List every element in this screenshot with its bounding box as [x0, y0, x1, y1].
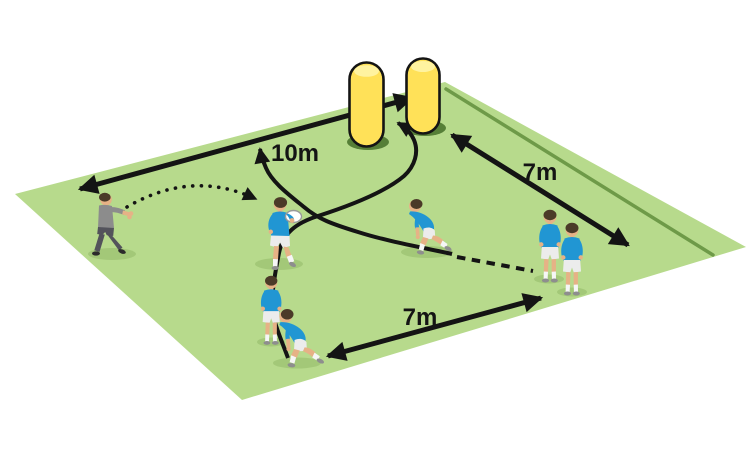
- run-line-crossing-runner: [254, 147, 453, 256]
- right-waiting-2-shadow: [557, 287, 587, 297]
- crossing-runner-shadow: [401, 246, 453, 258]
- feed-line-dashed: [456, 255, 534, 273]
- measure-label-7m-bottom: 7m: [403, 304, 438, 331]
- left-pole: [348, 61, 385, 148]
- left-pole-body: [348, 61, 385, 148]
- right-pole-body: [405, 57, 441, 135]
- measure-label-10m: 10m: [271, 140, 319, 167]
- right-pole-cap: [411, 61, 435, 72]
- bottom-standing-shadow: [257, 337, 285, 347]
- left-pole-cap: [354, 65, 379, 77]
- right-waiting-1-shadow: [534, 274, 564, 284]
- measure-pole-to-sideline: 7m: [450, 132, 630, 248]
- bottom-crouched-shadow: [273, 357, 321, 369]
- measure-arrow-7m-right: [450, 132, 630, 248]
- measure-label-7m-right: 7m: [523, 159, 558, 186]
- measure-arrow-7m-bottom: [325, 293, 544, 361]
- measure-queue-to-queue: 7m: [325, 293, 544, 361]
- right-pole: [405, 57, 441, 135]
- lobbed-pass-dotted: [125, 184, 258, 209]
